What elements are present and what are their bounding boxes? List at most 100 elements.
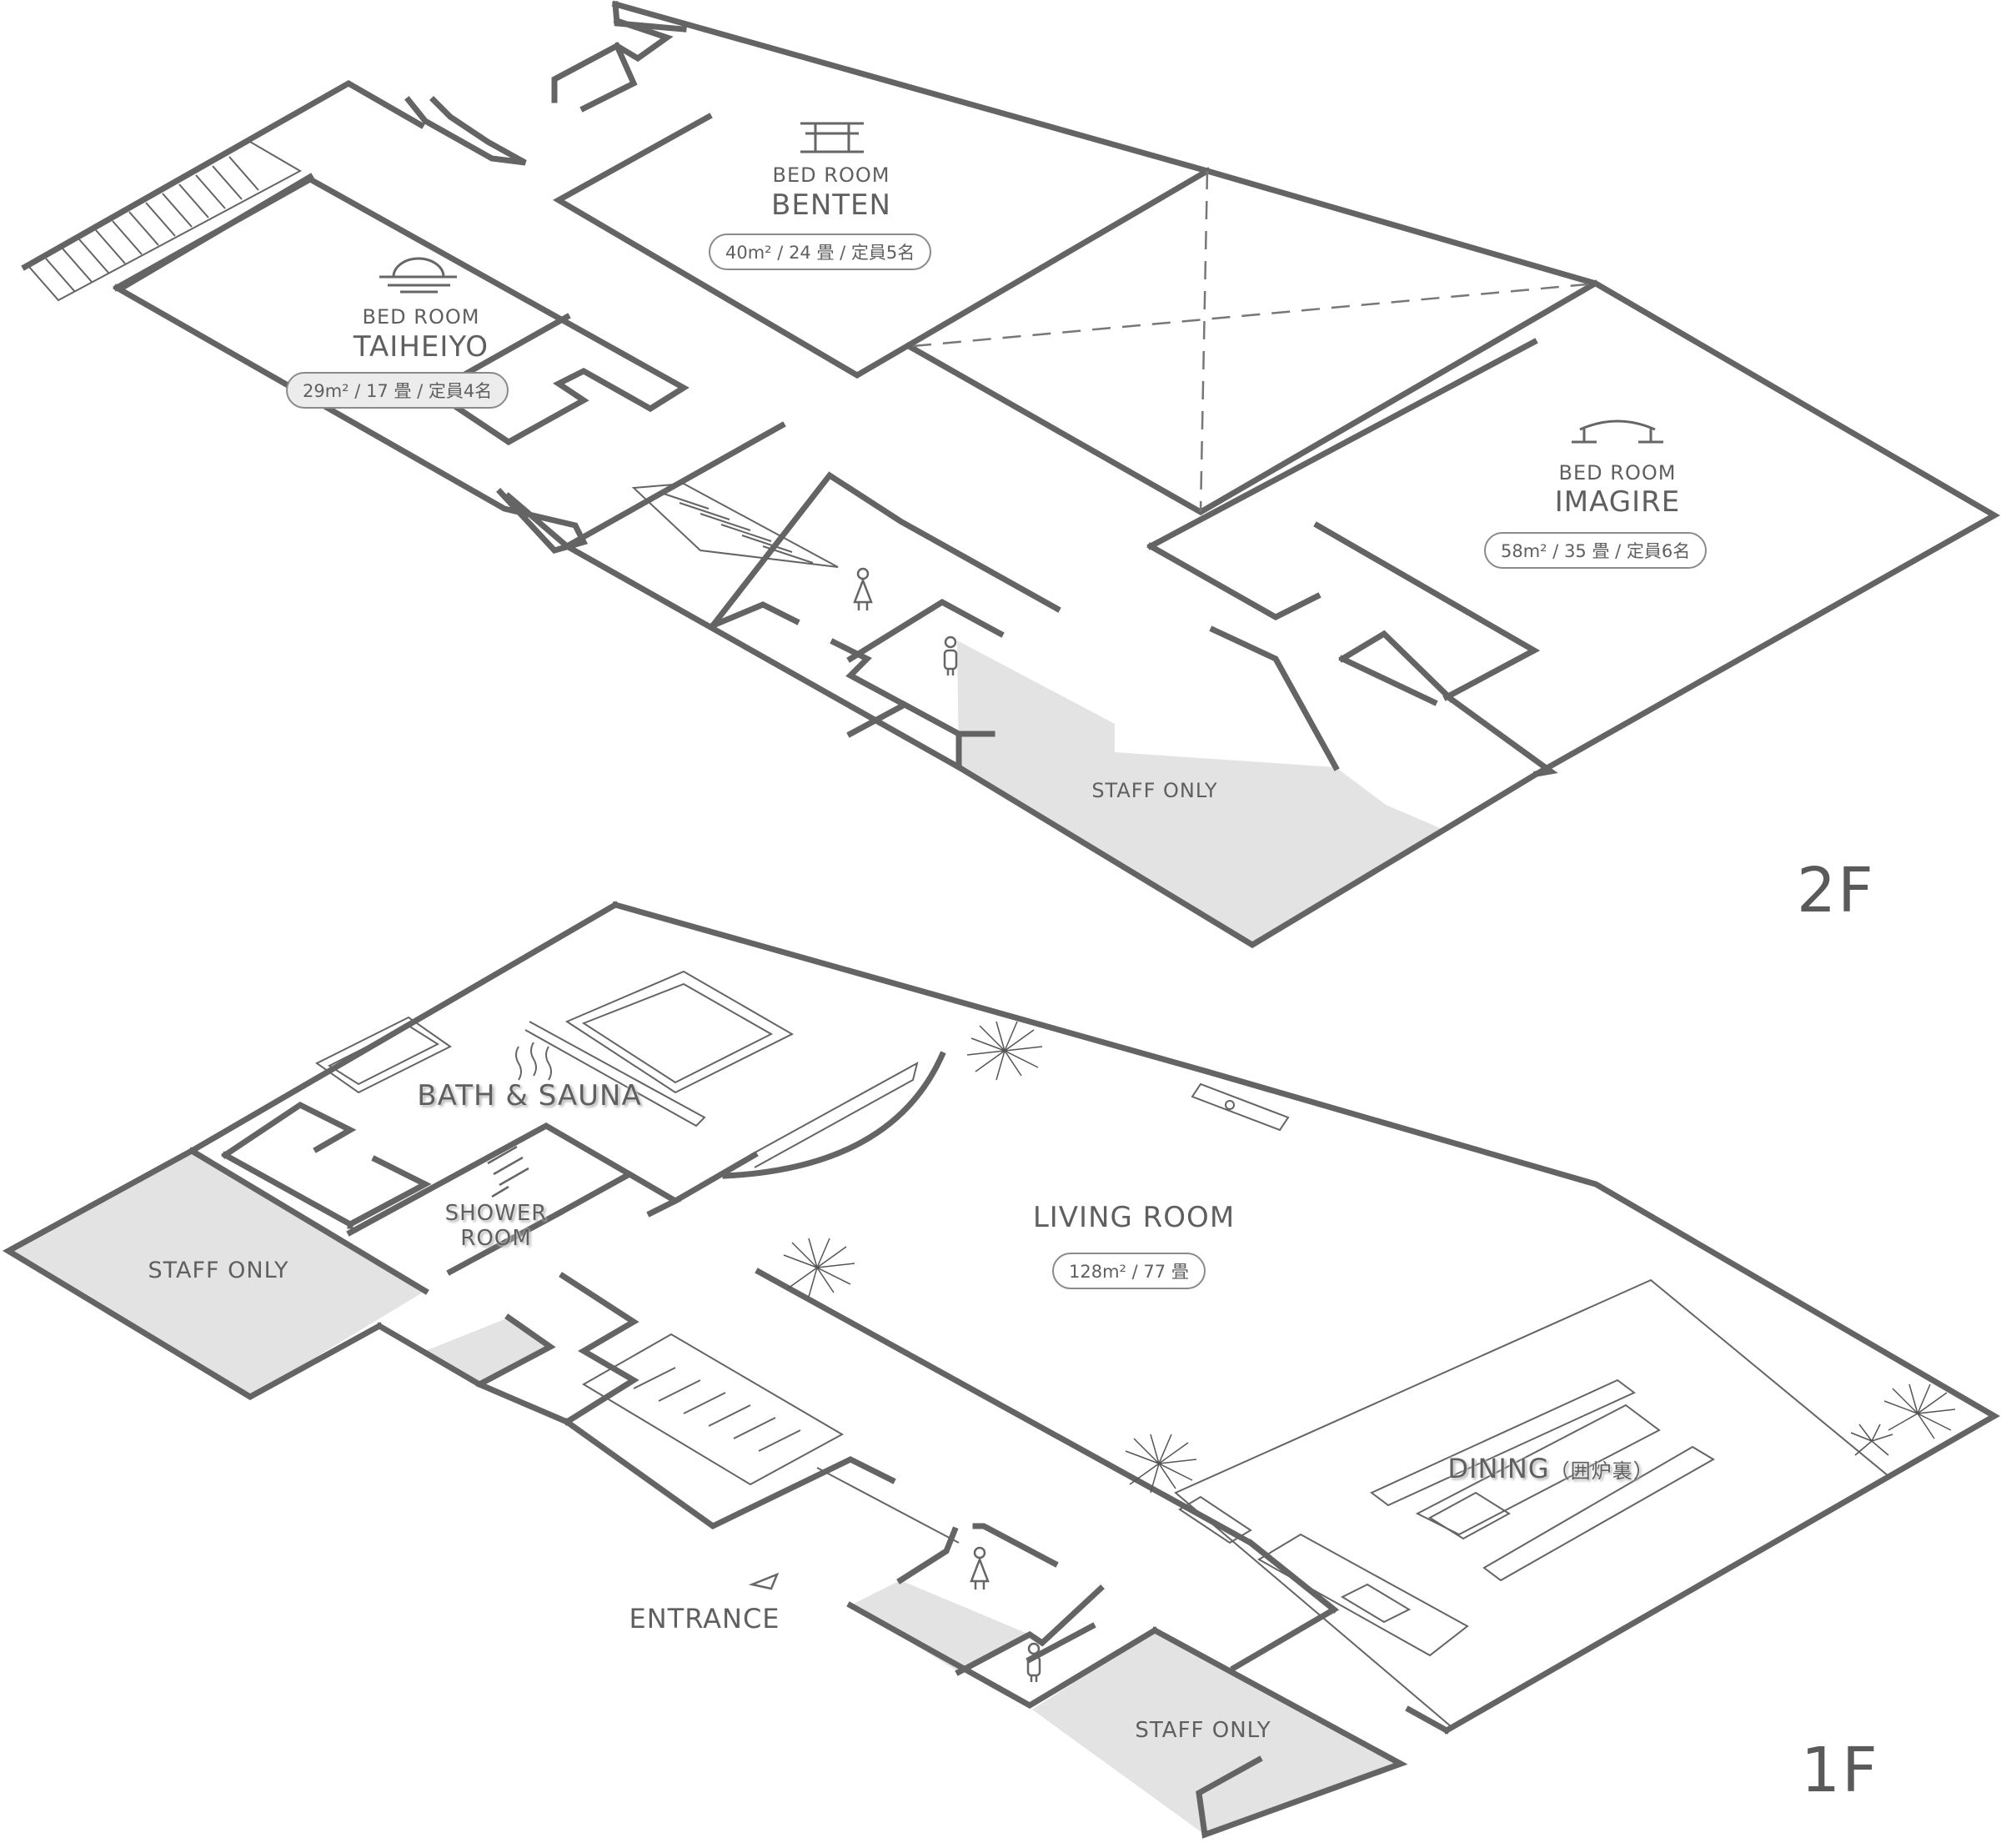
living-tatami: 77 畳	[1143, 1262, 1189, 1282]
restroom-1f-d	[955, 1584, 1105, 1676]
closet-benten	[551, 42, 638, 113]
living-area: 128m²	[1069, 1262, 1126, 1282]
center-stair-wall	[563, 421, 786, 550]
staff-area-1f-mid	[850, 1580, 1030, 1672]
shower-room-label-2: ROOM	[460, 1226, 532, 1251]
staff-only-2f: STAFF ONLY	[1091, 779, 1218, 802]
imagire-wall	[1146, 338, 1538, 550]
restroom-2f-wall-b	[846, 598, 1005, 663]
sauna	[564, 970, 795, 1094]
shower-wall-b	[446, 1209, 563, 1276]
benten-wall-right	[905, 279, 1599, 516]
void-dashed-line-2	[912, 282, 1597, 348]
imagire-tatami: 35 畳	[1564, 541, 1610, 561]
dining-name: DINING	[1447, 1453, 1550, 1484]
taiheiyo-tatami: 17 畳	[366, 381, 412, 401]
stair-wall-2f	[21, 79, 425, 271]
shower-icon	[487, 1145, 529, 1198]
dining-note: （囲炉裏）	[1549, 1459, 1654, 1483]
shower-wall	[346, 1122, 636, 1237]
dining-table-3	[1482, 1445, 1715, 1582]
living-arc-wall	[671, 1151, 759, 1205]
dining-label: DINING（囲炉裏）	[1426, 1453, 1676, 1484]
bath-wall	[221, 1101, 357, 1159]
restroom-2f-wall-c	[830, 638, 911, 738]
bridge-icon	[1572, 419, 1663, 444]
benten-info-badge: 40m² / 24 畳 / 定員5名	[709, 234, 932, 270]
imagire-closet	[1338, 630, 1455, 703]
staff-wall-1f	[188, 1147, 429, 1295]
stair-treads-2f	[45, 156, 259, 293]
arc-panel	[750, 1062, 919, 1168]
imagire-wall-b	[1313, 521, 1541, 701]
living-arc	[722, 1051, 946, 1179]
floor-2f-plan	[21, 0, 2001, 949]
living-lower-wall	[755, 1268, 1340, 1672]
torii-gate-icon	[800, 122, 864, 153]
taiheiyo-name: TAIHEIYO	[353, 330, 489, 364]
corridor-1f-b	[559, 1272, 639, 1426]
taiheiyo-type: BED ROOM	[362, 305, 480, 329]
separator: /	[1552, 541, 1559, 561]
imagire-capacity: 定員6名	[1626, 541, 1691, 561]
upper-closet-2f	[404, 96, 527, 166]
corridor-1f-c	[563, 1418, 896, 1530]
plant-icon	[783, 1021, 1956, 1494]
separator: /	[417, 381, 424, 401]
irori	[1428, 1491, 1511, 1540]
taiheiyo-capacity: 定員4名	[428, 381, 493, 401]
sink	[1340, 1583, 1412, 1624]
kitchen-counter-b	[1178, 1495, 1252, 1544]
imagire-left	[1209, 625, 1340, 771]
kitchen-counter	[1257, 1533, 1469, 1657]
tv-stand-dot	[1225, 1100, 1235, 1110]
imagire-name: IMAGIRE	[1554, 485, 1681, 519]
restroom-1f-b	[846, 1601, 1159, 1710]
stair-1f-outer	[475, 1380, 571, 1426]
imagire-type: BED ROOM	[1558, 461, 1677, 485]
bath-door-wall	[625, 1170, 682, 1218]
corridor-1f	[375, 1313, 556, 1389]
taiheiyo-wall-bottom	[113, 284, 589, 554]
floor-1f-label: 1F	[1801, 1735, 1879, 1806]
bath-tub-inner	[327, 1024, 440, 1086]
taiheiyo-wall	[113, 175, 690, 446]
entrance-arrow-icon	[748, 1572, 780, 1590]
living-wall-b	[1246, 1539, 1338, 1614]
sauna-inner	[581, 982, 774, 1084]
hot-spring-icon	[515, 1042, 552, 1081]
entrance-line	[816, 1467, 960, 1544]
dining-zone	[1174, 1278, 1890, 1728]
restroom-1f-c	[896, 1526, 959, 1584]
sunrise-icon	[379, 257, 457, 294]
center-stair-wall-b	[709, 471, 1061, 630]
separator: /	[840, 243, 846, 263]
void-dashed-line	[1199, 170, 1209, 513]
man-restroom-icon	[943, 635, 1041, 1682]
benten-tatami: 24 畳	[789, 243, 835, 263]
staff-area-1f-small	[425, 1318, 550, 1384]
staff-area-1f-right	[1032, 1630, 1401, 1835]
staff-only-1f-left: STAFF ONLY	[148, 1258, 289, 1283]
floor-2f-label: 2F	[1797, 855, 1875, 927]
center-stair-treads	[658, 491, 814, 564]
separator: /	[777, 243, 784, 263]
outer-wall-2f	[611, 0, 2001, 949]
woman-restroom-icon	[853, 567, 990, 1589]
restroom-2f-wall-d	[900, 701, 995, 767]
staff-only-1f-right: STAFF ONLY	[1135, 1718, 1271, 1743]
restroom-1f	[972, 1523, 1059, 1568]
bath-wall-b	[221, 1151, 432, 1228]
benten-wall	[552, 113, 1211, 379]
imagire-right-lower	[1447, 695, 1558, 778]
imagire-closet-b	[1338, 655, 1438, 706]
tv-stand	[1191, 1082, 1290, 1132]
stair-1f-treads	[633, 1367, 801, 1452]
living-room-label: LIVING ROOM	[1032, 1201, 1236, 1234]
imagire-wall-c	[1146, 542, 1321, 620]
separator: /	[1615, 541, 1622, 561]
floor-1f-plan	[2, 901, 2000, 1839]
benten-name: BENTEN	[771, 188, 891, 222]
taiheiyo-info-badge: 29m² / 17 畳 / 定員4名	[286, 372, 509, 409]
living-info-badge: 128m² / 77 畳	[1052, 1253, 1206, 1289]
